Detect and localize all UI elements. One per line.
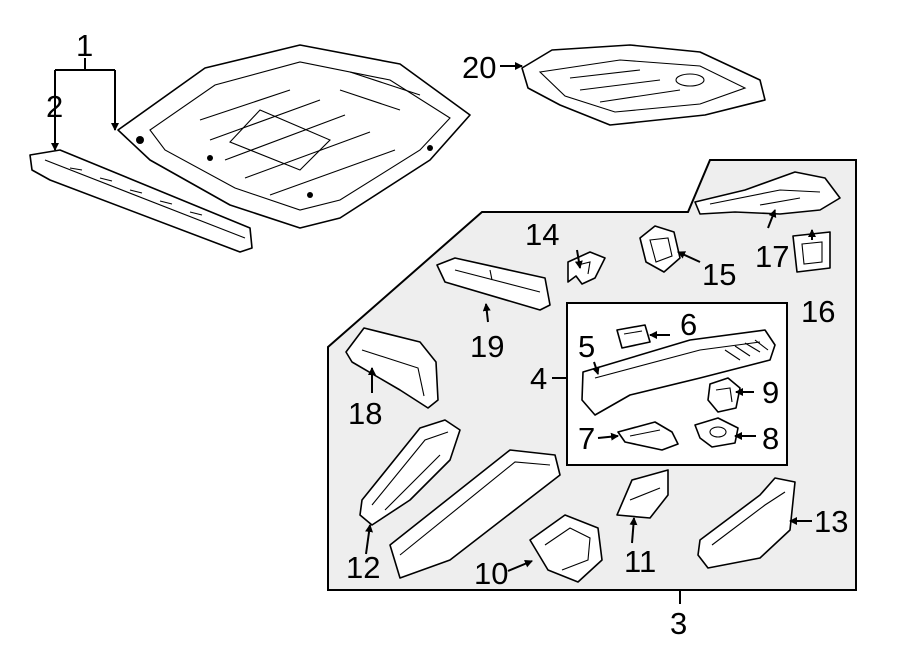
callout-3: 3 [670, 606, 687, 641]
callout-5: 5 [578, 329, 595, 364]
callout-4: 4 [530, 361, 547, 396]
callout-10: 10 [474, 556, 508, 591]
part-5-rear-rail[interactable] [581, 329, 776, 416]
part-10-bracket[interactable] [529, 514, 603, 583]
part-12-rail[interactable] [359, 419, 461, 526]
callout-18: 18 [348, 396, 382, 431]
part-2-cross-member[interactable] [29, 149, 253, 253]
part-6-bracket[interactable] [616, 324, 651, 349]
callout-16: 16 [801, 294, 835, 329]
callout-8: 8 [762, 421, 779, 456]
leader-lines [51, 58, 816, 604]
part-13-panel[interactable] [697, 477, 796, 569]
part-16-plate[interactable] [792, 231, 831, 273]
callout-7: 7 [578, 421, 595, 456]
callout-11: 11 [624, 544, 656, 579]
part-9-bracket[interactable] [707, 377, 741, 413]
callout-1: 1 [76, 28, 93, 63]
long-rail[interactable] [389, 449, 561, 579]
part-8-bracket[interactable] [694, 417, 739, 448]
callout-9: 9 [762, 375, 779, 410]
part-7-bracket[interactable] [617, 421, 679, 451]
part-17-rail-extension[interactable] [694, 171, 841, 215]
callout-12: 12 [346, 550, 380, 585]
callout-15: 15 [702, 257, 736, 292]
part-20-rear-floor[interactable] [521, 44, 766, 126]
callout-17: 17 [755, 239, 789, 274]
callout-6: 6 [680, 307, 697, 342]
callout-labels: 1 2 20 14 15 17 16 19 18 4 5 6 9 7 8 12 … [46, 28, 848, 641]
callout-14: 14 [525, 217, 559, 252]
part-11-bracket[interactable] [616, 469, 669, 519]
part-19-rail[interactable] [436, 257, 551, 311]
callout-19: 19 [470, 329, 504, 364]
callout-2: 2 [46, 89, 63, 124]
part-1-floor-pan[interactable] [117, 44, 471, 229]
callout-13: 13 [814, 504, 848, 539]
callout-20: 20 [462, 50, 496, 85]
